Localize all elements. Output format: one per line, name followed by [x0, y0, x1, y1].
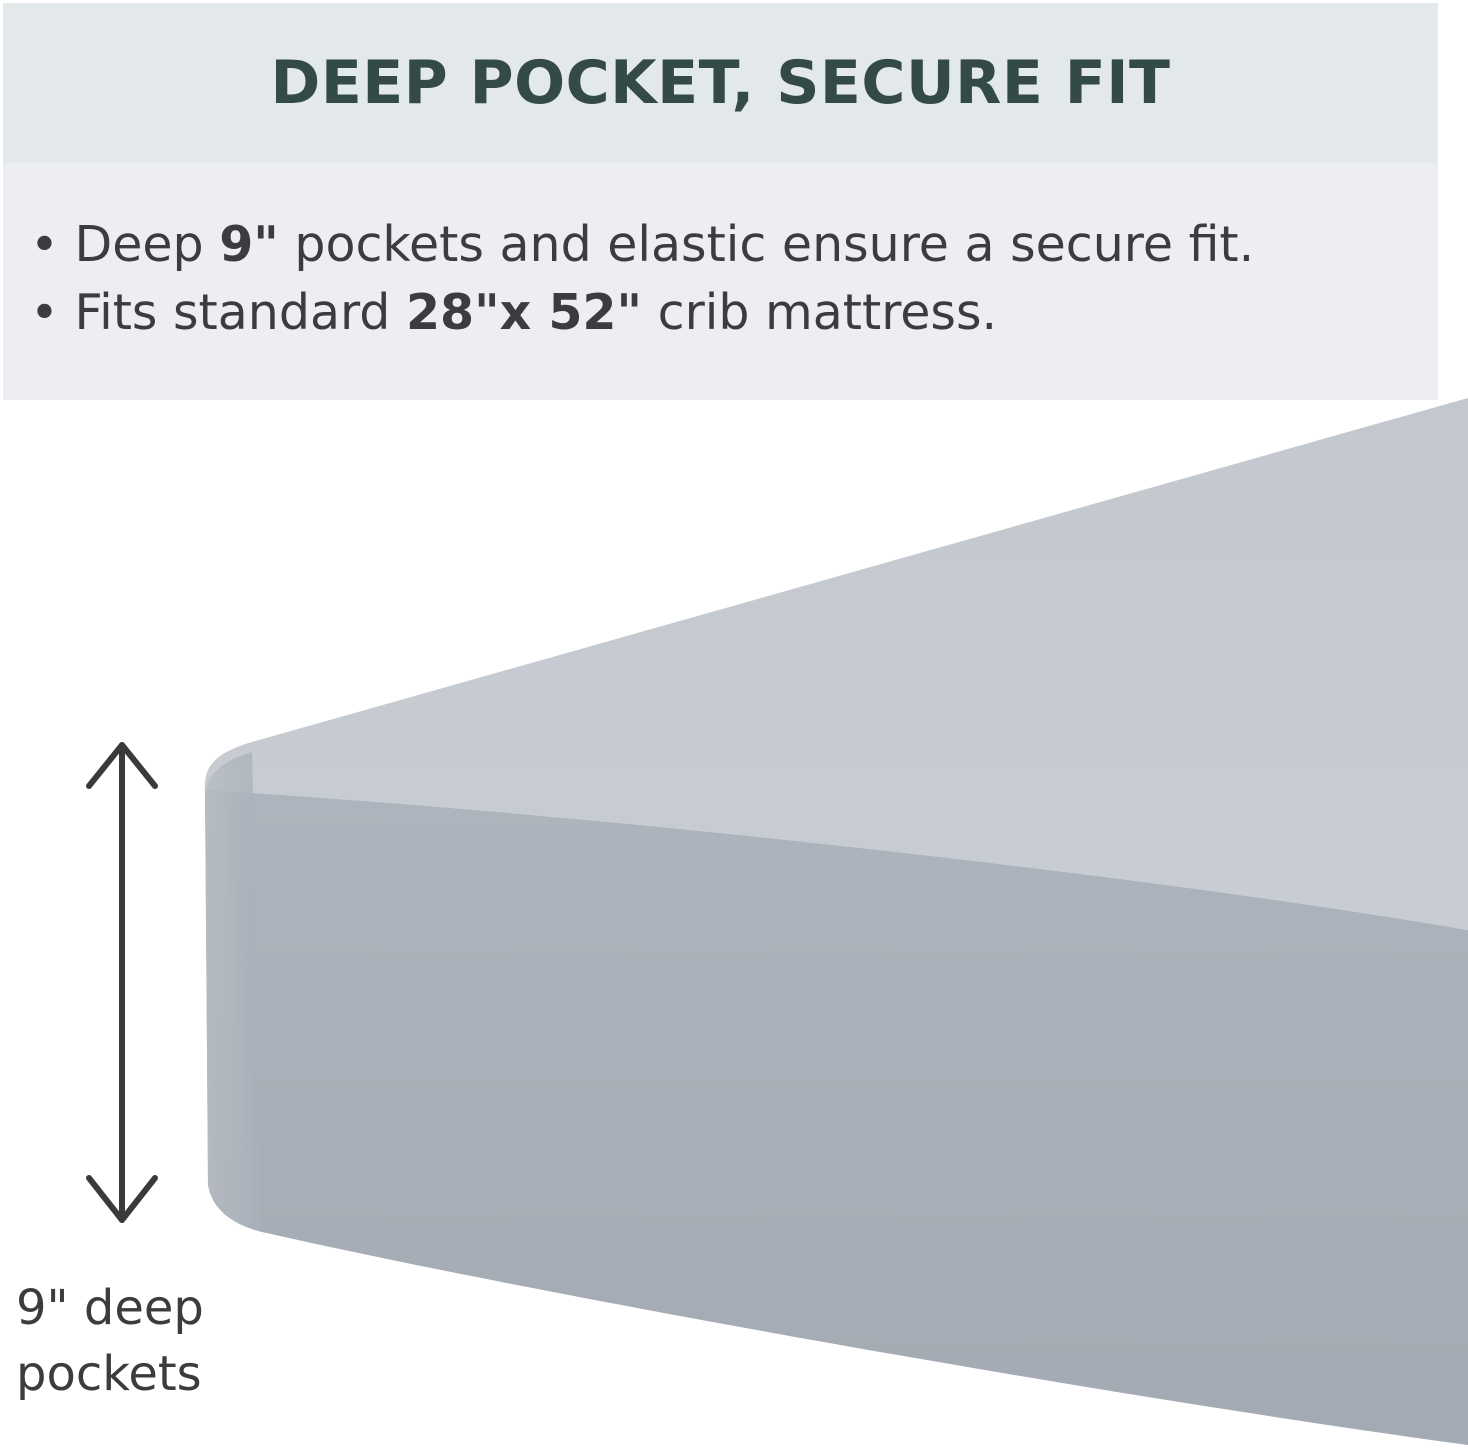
page-title: DEEP POCKET, SECURE FIT [270, 48, 1171, 118]
feature-text: • Fits standard [30, 284, 406, 341]
depth-label-line: 9" deep [16, 1280, 204, 1336]
depth-label-line: pockets [16, 1346, 202, 1402]
depth-label: 9" deep pockets [16, 1275, 204, 1407]
feature-item-pocket-depth: • Deep 9" pockets and elastic ensure a s… [30, 211, 1430, 279]
feature-text: pockets and elastic ensure a secure fit. [278, 216, 1255, 273]
feature-highlight: 28"x 52" [405, 284, 643, 341]
sheet-corner-fold [205, 752, 262, 1232]
feature-item-mattress-size: • Fits standard 28"x 52" crib mattress. [30, 279, 1430, 347]
double-headed-vertical-arrow-icon [86, 742, 158, 1223]
feature-list: • Deep 9" pockets and elastic ensure a s… [30, 211, 1430, 347]
feature-text: crib mattress. [642, 284, 998, 341]
header-band: DEEP POCKET, SECURE FIT [3, 3, 1438, 163]
sheet-side-surface [205, 790, 1468, 1445]
feature-text: • Deep [30, 216, 220, 273]
feature-highlight: 9" [219, 216, 279, 273]
sheet-top-surface [204, 398, 1468, 930]
feature-panel: • Deep 9" pockets and elastic ensure a s… [3, 163, 1438, 400]
